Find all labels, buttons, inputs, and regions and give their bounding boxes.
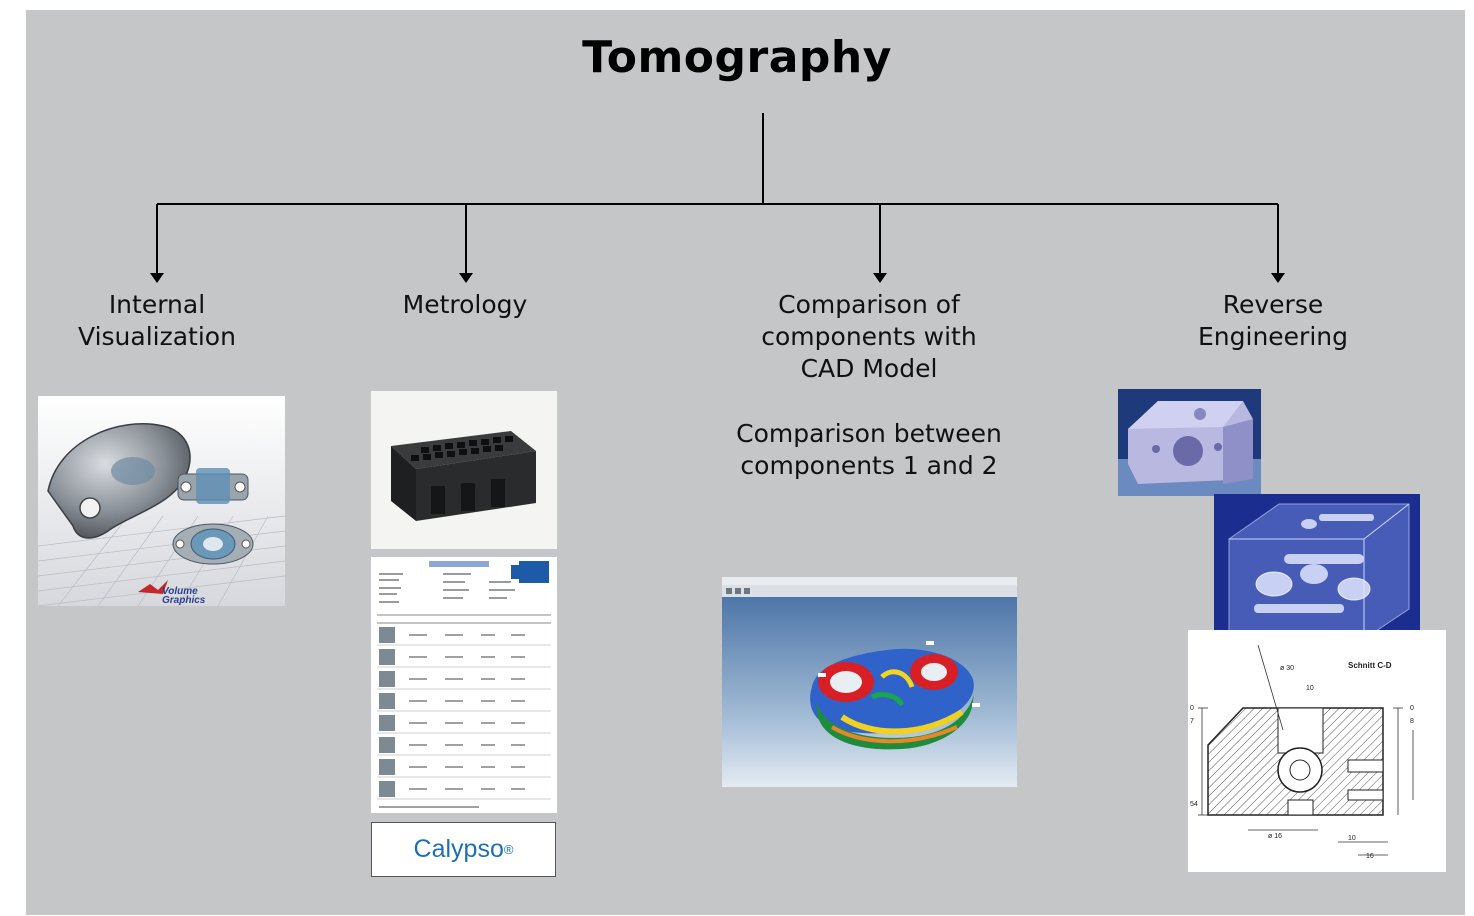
svg-text:Graphics: Graphics	[162, 595, 206, 606]
casting-visualization-image: Volume Graphics	[38, 396, 285, 606]
branch-label-reverse-engineering: Reverse Engineering	[1198, 290, 1348, 351]
arrowhead-comparison	[873, 273, 887, 283]
arrowhead-metrology	[459, 273, 473, 283]
svg-text:ø 16: ø 16	[1268, 833, 1282, 840]
svg-text:10: 10	[1348, 835, 1356, 842]
diagram-title: Tomography	[582, 32, 892, 83]
arrowhead-internal-visualization	[150, 273, 164, 283]
svg-text:8: 8	[1410, 718, 1414, 725]
branch-label-comparison: Comparison of components with CAD Model	[761, 290, 977, 383]
connector-part-image	[371, 391, 557, 549]
svg-text:0: 0	[1190, 705, 1194, 712]
branch-label-metrology: Metrology	[402, 290, 528, 319]
svg-text:7: 7	[1190, 718, 1194, 725]
svg-text:0: 0	[1410, 705, 1414, 712]
svg-text:Volume: Volume	[162, 586, 198, 597]
xray-block-image	[1214, 494, 1420, 644]
block-model-image	[1118, 389, 1261, 496]
arrowhead-reverse-engineering	[1271, 273, 1285, 283]
registered-mark: ®	[503, 842, 514, 857]
svg-text:ø 30: ø 30	[1280, 665, 1294, 672]
technical-drawing-image: Schnitt C-D ø 30 10 0 7 54 0 8 ø 16 10 16	[1188, 630, 1446, 872]
measurement-report-image	[371, 557, 557, 813]
svg-text:10: 10	[1306, 685, 1314, 692]
cad-deviation-map-image	[722, 577, 1017, 787]
svg-text:16: 16	[1366, 853, 1374, 860]
comparison-note: Comparison between components 1 and 2	[736, 419, 1002, 480]
calypso-name: Calypso	[413, 835, 504, 863]
calypso-label: Calypso®	[371, 822, 556, 877]
branch-label-internal-visualization: Internal Visualization	[78, 290, 236, 351]
svg-text:54: 54	[1190, 801, 1198, 808]
svg-text:Schnitt C-D: Schnitt C-D	[1348, 661, 1392, 670]
